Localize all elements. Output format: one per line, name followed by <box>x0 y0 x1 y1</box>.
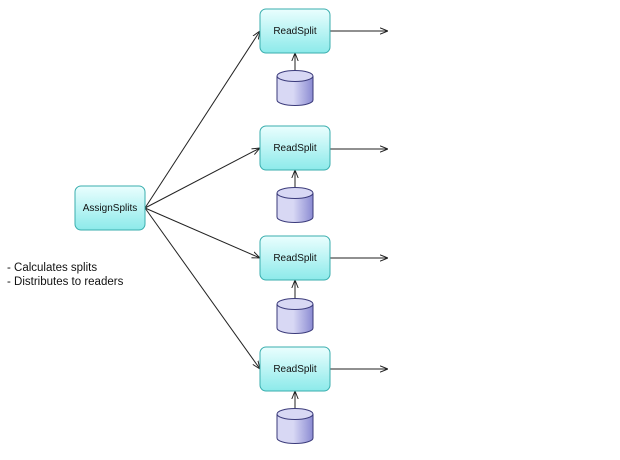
node-read-split-4-label: ReadSplit <box>273 364 317 375</box>
note-line: - Calculates splits <box>7 262 98 274</box>
note-line: - Distributes to readers <box>7 276 124 288</box>
database-icon <box>276 70 314 106</box>
edges-layer <box>144 31 388 408</box>
edge-assign-to-read-4 <box>144 207 260 369</box>
node-assign-splits: AssignSplits <box>74 185 146 231</box>
node-read-split-3: ReadSplit <box>259 235 331 281</box>
assign-splits-notes: - Calculates splits - Distributes to rea… <box>7 261 123 289</box>
node-read-split-3-label: ReadSplit <box>273 253 317 264</box>
edge-assign-to-read-2 <box>144 148 260 209</box>
database-icon <box>276 187 314 223</box>
node-read-split-2-label: ReadSplit <box>273 143 317 154</box>
edge-assign-to-read-1 <box>144 31 260 209</box>
node-read-split-2: ReadSplit <box>259 125 331 171</box>
node-read-split-4: ReadSplit <box>259 346 331 392</box>
node-read-split-1-label: ReadSplit <box>273 26 317 37</box>
edge-assign-to-read-3 <box>144 207 260 258</box>
node-read-split-1: ReadSplit <box>259 8 331 54</box>
database-icon <box>276 408 314 444</box>
node-assign-splits-label: AssignSplits <box>83 203 137 214</box>
database-icon <box>276 298 314 334</box>
